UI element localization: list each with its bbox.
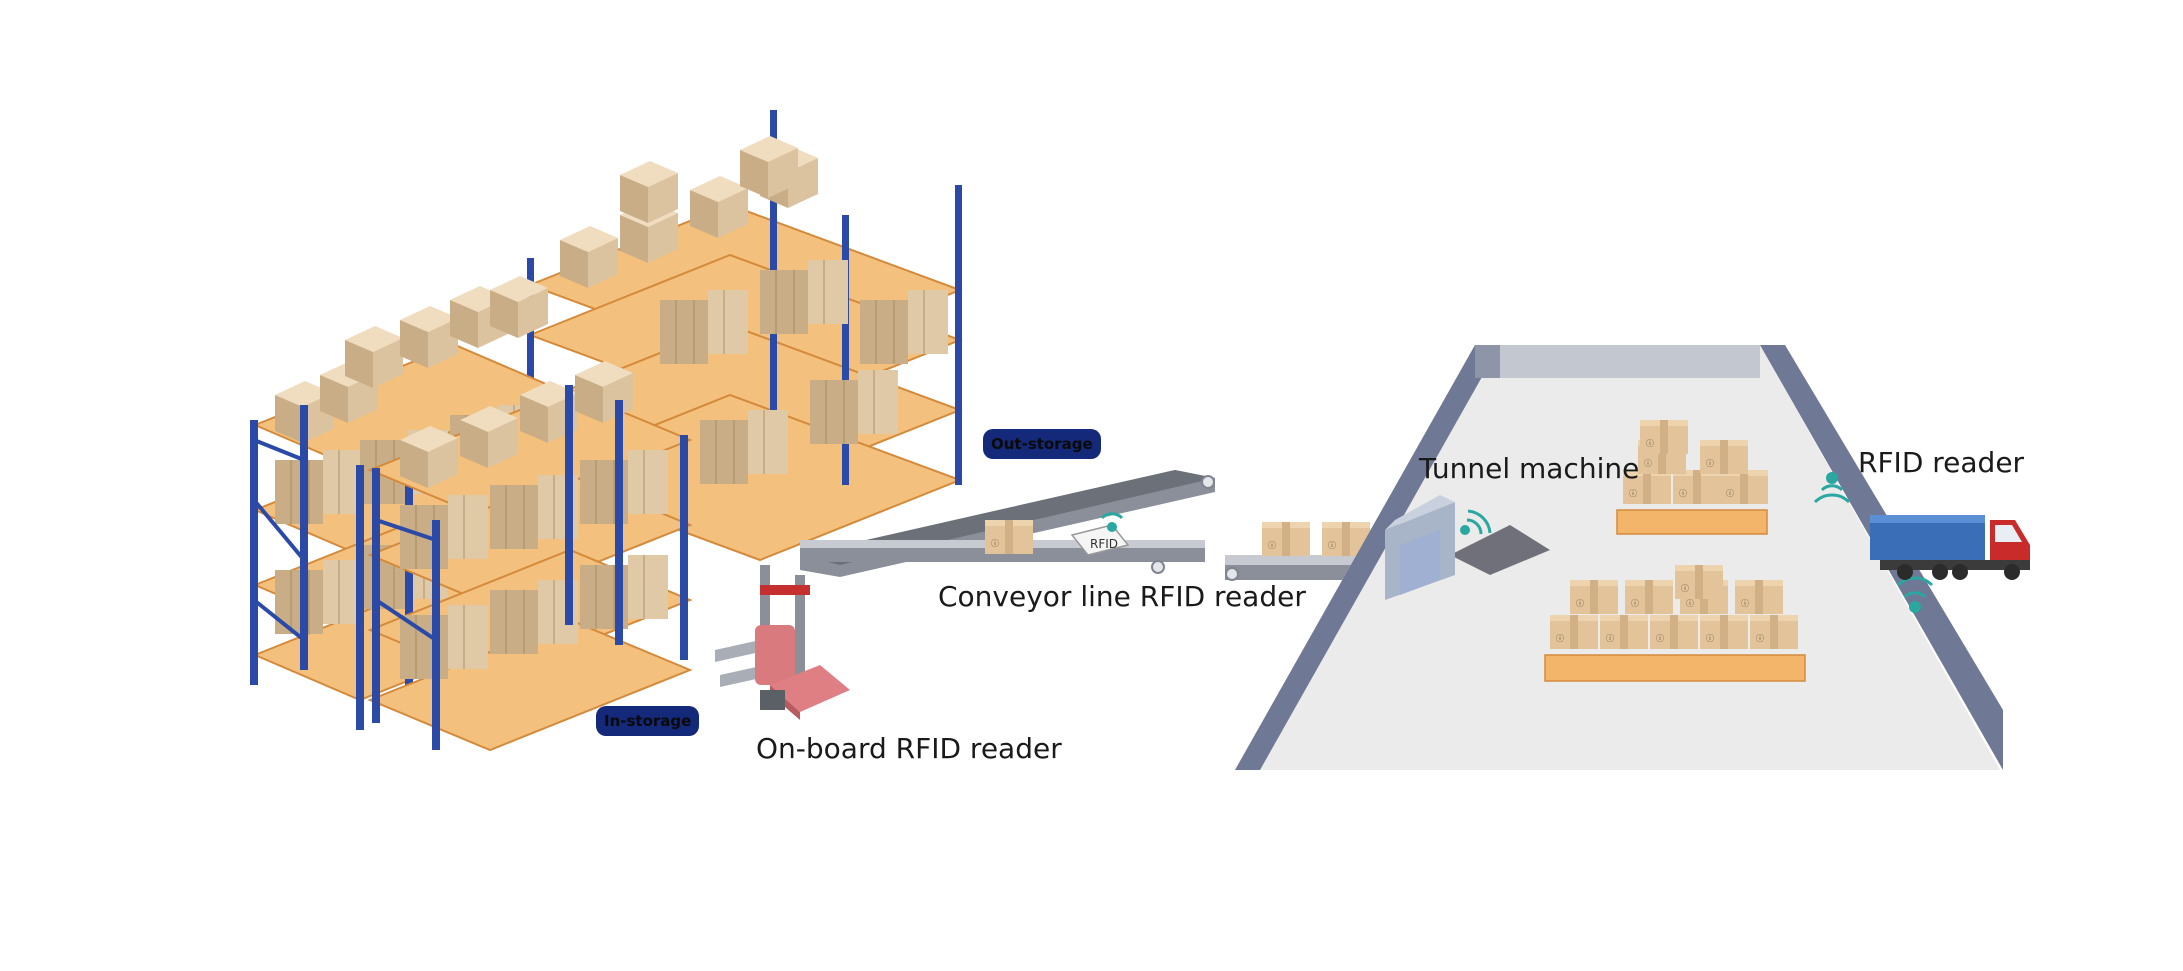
signal-icon xyxy=(1896,576,1934,613)
onboard-reader-label: On-board RFID reader xyxy=(756,732,1062,765)
conveyor-line: RFID xyxy=(800,470,1215,577)
in-storage-badge: In-storage xyxy=(596,706,700,736)
tunnel-machine-label: Tunnel machine xyxy=(1419,452,1640,485)
rack-front-right xyxy=(367,361,693,752)
signal-icon xyxy=(1100,512,1124,532)
truck-icon xyxy=(1870,515,2030,580)
pallet-icon xyxy=(1616,420,1768,535)
signal-icon xyxy=(1460,509,1492,535)
out-storage-badge: Out-storage xyxy=(983,429,1101,459)
forklift-icon xyxy=(715,565,850,720)
rfid-tag-icon: RFID xyxy=(1070,524,1130,556)
pallet-icon xyxy=(1544,565,1806,682)
storage-rack-system xyxy=(250,110,963,752)
conveyor-tag-label: RFID xyxy=(1090,537,1118,551)
rfid-reader-label: RFID reader xyxy=(1858,446,2025,479)
tunnel-machine-icon xyxy=(1385,495,1550,600)
conveyor-reader-label: Conveyor line RFID reader xyxy=(938,580,1306,613)
signal-icon xyxy=(1813,472,1851,504)
